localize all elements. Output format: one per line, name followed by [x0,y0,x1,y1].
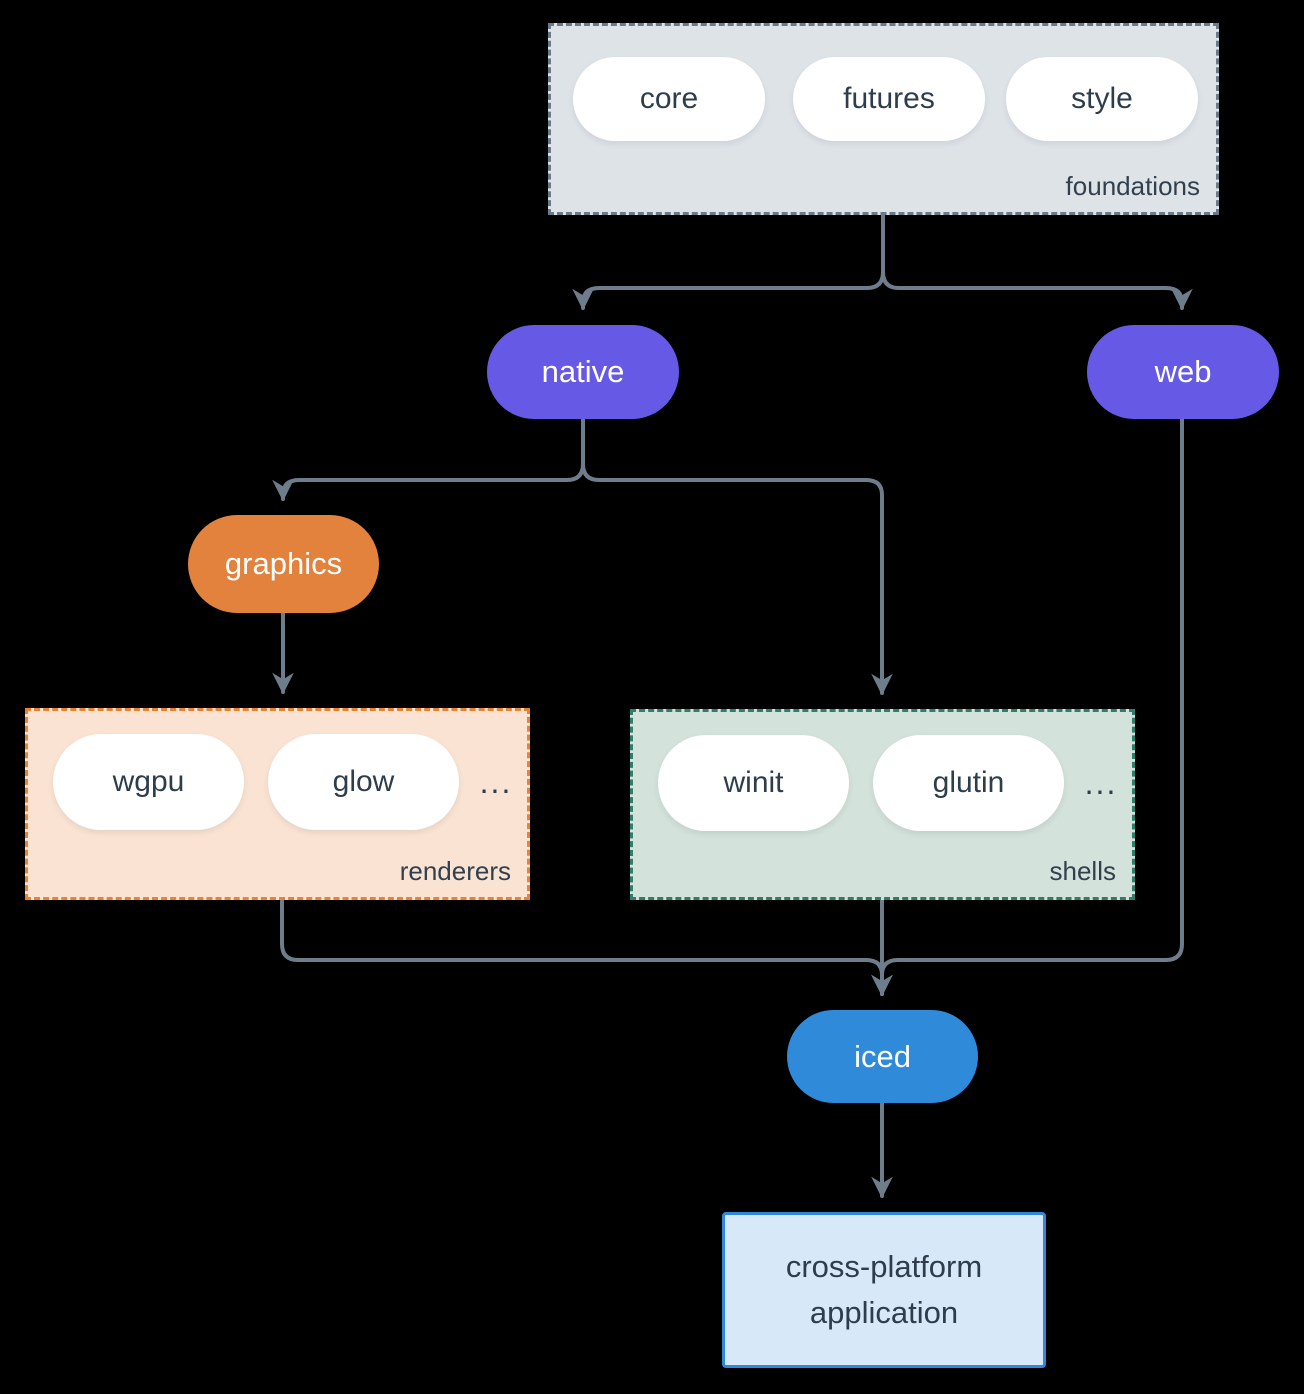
edge-native-shells [581,417,893,696]
pill-futures-label: futures [843,82,935,115]
shells-group-label: shells [1049,856,1116,886]
edge-foundations-web [881,213,1193,311]
node-graphics: graphics [188,515,379,613]
pill-style-label: style [1071,82,1133,115]
pill-core-label: core [639,82,699,115]
edge-native-graphics [272,417,585,502]
node-web: web [1087,325,1279,419]
pill-wgpu: wgpu [53,734,244,830]
application-box: cross-platform application [722,1212,1046,1368]
pill-wgpu-label: wgpu [112,765,185,798]
node-iced-label: iced [854,1038,911,1074]
pill-core: core [573,57,765,141]
group-foundations: core futures style foundations [548,23,1219,215]
edge-web-iced [871,417,1184,997]
group-shells: winit glutin ... shells [630,709,1135,900]
pill-style: style [1006,57,1198,141]
foundations-group-label: foundations [1065,171,1200,201]
pill-winit-label: winit [723,766,784,799]
pill-glutin-label: glutin [932,766,1005,799]
edge-foundations-native [572,213,885,311]
edge-renderers-iced [280,898,893,997]
application-label: cross-platform application [785,1248,983,1331]
renderers-ellipsis: ... [479,763,513,800]
renderers-group-label: renderers [399,856,511,886]
pill-glow: glow [268,734,459,830]
pill-glow-label: glow [332,765,395,798]
pill-futures: futures [793,57,985,141]
pill-glutin: glutin [873,735,1064,831]
node-native: native [487,325,679,419]
node-native-label: native [541,354,625,389]
node-web-label: web [1154,354,1212,389]
pill-winit: winit [658,735,849,831]
shells-ellipsis: ... [1084,764,1118,801]
node-iced: iced [787,1010,978,1103]
node-graphics-label: graphics [224,546,343,581]
group-renderers: wgpu glow ... renderers [25,708,530,900]
